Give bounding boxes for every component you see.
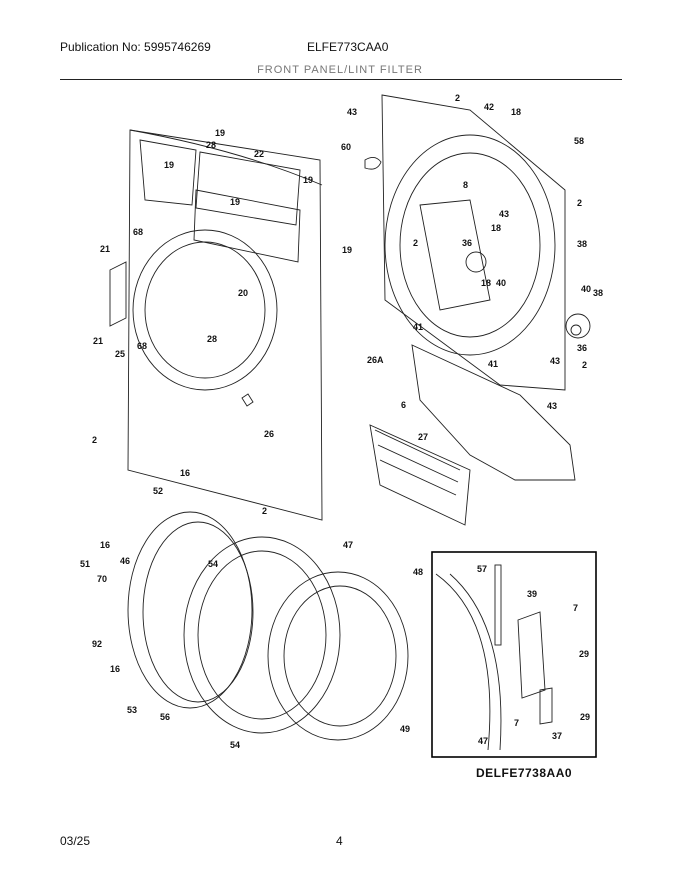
callout-53: 39 [527,589,537,599]
callout-35: 21 [93,336,103,346]
callout-43: 52 [153,486,163,496]
hinge-inset [435,564,553,751]
callout-54: 7 [573,603,578,613]
callout-1: 42 [484,102,494,112]
callout-38: 28 [207,334,217,344]
callout-18: 2 [582,360,587,370]
callout-48: 51 [80,559,90,569]
callout-51: 48 [413,567,423,577]
callout-6: 8 [463,180,468,190]
callout-3: 18 [511,107,521,117]
callout-8: 18 [491,223,501,233]
callout-42: 16 [180,468,190,478]
callout-0: 2 [455,93,460,103]
callout-63: 7 [514,718,519,728]
callout-32: 68 [133,227,143,237]
callout-44: 2 [262,506,267,516]
callout-47: 46 [120,556,130,566]
callout-29: 19 [164,160,174,170]
callout-4: 58 [574,136,584,146]
callout-34: 19 [342,245,352,255]
callout-5: 60 [341,142,351,152]
callout-15: 40 [581,284,591,294]
section-title: FRONT PANEL/LINT FILTER [257,64,423,76]
callout-2: 43 [347,107,357,117]
callout-56: 16 [110,664,120,674]
callout-22: 43 [547,401,557,411]
drum-front-door [127,511,409,741]
callout-58: 53 [127,705,137,715]
callout-49: 70 [97,574,107,584]
callout-62: 47 [478,736,488,746]
callout-40: 26 [264,429,274,439]
callout-64: 37 [552,731,562,741]
callout-16: 38 [593,288,603,298]
callout-19: 41 [413,322,423,332]
inset-model-label: DELFE7738AA0 [476,766,573,780]
callout-25: 19 [215,128,225,138]
callout-65: 29 [580,712,590,722]
callout-39: 26A [367,355,384,365]
callout-7: 2 [577,198,582,208]
callout-14: 18 [481,278,491,288]
rear-bulkhead [364,94,591,391]
front-panel [109,129,323,521]
callout-27: 22 [254,149,264,159]
callout-9: 43 [499,209,509,219]
model-number: ELFE773CAA0 [307,40,389,54]
callout-33: 20 [238,288,248,298]
callout-50: 54 [208,559,218,569]
callout-45: 16 [100,540,110,550]
callout-10: 38 [577,239,587,249]
callout-26: 28 [206,140,216,150]
callout-31: 21 [100,244,110,254]
callout-23: 6 [401,400,406,410]
callout-41: 2 [92,435,97,445]
callout-52: 57 [477,564,487,574]
callout-36: 25 [115,349,125,359]
publication-number: Publication No: 5995746269 [60,40,211,54]
callout-13: 40 [496,278,506,288]
callout-60: 54 [230,740,240,750]
callout-11: 36 [462,238,472,248]
hinge-inset-box [431,551,597,758]
page-number: 4 [336,834,343,848]
callout-55: 92 [92,639,102,649]
callout-57: 29 [579,649,589,659]
callout-20: 41 [488,359,498,369]
callout-30: 19 [230,197,240,207]
callout-28: 19 [303,175,313,185]
callout-21: 43 [550,356,560,366]
callout-17: 36 [577,343,587,353]
callout-61: 49 [400,724,410,734]
callout-37: 68 [137,341,147,351]
footer-date: 03/25 [60,834,91,848]
callout-24: 27 [418,432,428,442]
lint-duct [369,344,576,526]
title-divider [60,79,622,80]
callout-46: 47 [343,540,353,550]
callout-12: 2 [413,238,418,248]
callout-59: 56 [160,712,170,722]
